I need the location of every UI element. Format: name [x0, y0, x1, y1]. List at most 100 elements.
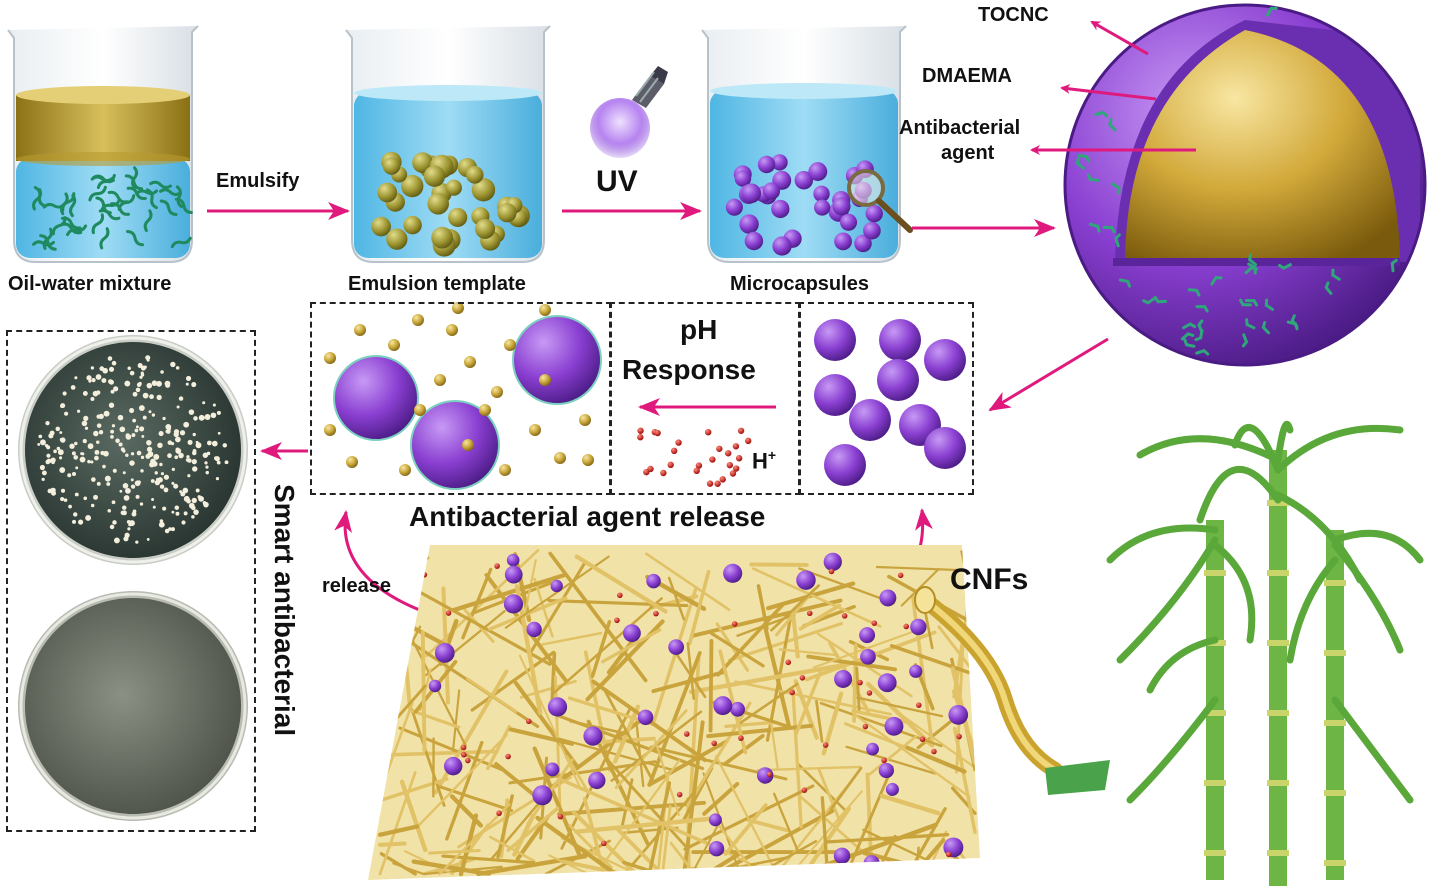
mat-proton [461, 751, 467, 758]
colony [173, 431, 179, 438]
mat-capsule [878, 762, 894, 779]
nanocrystal-rod [175, 185, 183, 209]
fiber [508, 727, 575, 746]
colony [123, 536, 129, 542]
emulsion-droplet [401, 174, 424, 198]
colony [96, 440, 100, 444]
tocnc-rod [1210, 276, 1223, 286]
agent-particle [399, 464, 411, 476]
sugarcane-plant [1106, 420, 1424, 886]
mat-capsule [588, 771, 606, 790]
tocnc-rod [1245, 318, 1256, 330]
release-panel-artwork [324, 302, 966, 490]
colony [73, 512, 78, 517]
emulsion-droplet [497, 203, 517, 223]
colony [135, 425, 139, 429]
mat-capsule [646, 573, 661, 589]
fiber [866, 681, 934, 747]
agent-particle [354, 324, 366, 336]
mat-capsule [550, 579, 563, 593]
colony [202, 401, 206, 405]
colony [151, 497, 155, 501]
colony [110, 435, 114, 439]
fiber [488, 835, 536, 863]
fiber [476, 853, 588, 877]
tocnc-rod [1278, 263, 1292, 270]
tocnc-rod [1110, 182, 1121, 195]
colony [60, 488, 66, 493]
colony [131, 433, 136, 438]
colony [178, 452, 184, 459]
agent-particle [388, 339, 400, 351]
colony [176, 405, 180, 409]
proton-dot [670, 447, 678, 455]
tocnc-rod [1241, 333, 1249, 348]
colony [127, 527, 131, 531]
tocnc-surface-rods [1075, 6, 1398, 356]
bacterial-colonies [37, 355, 229, 544]
colony [162, 506, 167, 511]
colony [59, 467, 66, 473]
colony [175, 511, 180, 516]
colony [160, 370, 164, 374]
colony [215, 477, 220, 481]
cane-node [1267, 710, 1289, 716]
fiber [801, 871, 855, 876]
mat-proton [494, 563, 500, 569]
colony [71, 451, 76, 456]
colony [195, 440, 199, 444]
colony [149, 394, 154, 400]
agent-particle [579, 414, 591, 426]
fiber [801, 864, 926, 876]
colony [40, 439, 46, 446]
mat-proton [822, 742, 829, 748]
nanocrystal-rod [98, 209, 121, 221]
colony [90, 397, 95, 401]
fiber [687, 569, 711, 646]
process-arrows [207, 202, 1109, 460]
fiber [544, 839, 611, 876]
label-tocnc: TOCNC [978, 4, 1049, 26]
colony [160, 472, 165, 476]
tocnc-rod [1088, 222, 1101, 233]
fiber [715, 755, 779, 876]
cane-leaf [1116, 536, 1219, 664]
colony [82, 438, 87, 444]
fiber [508, 760, 657, 785]
fiber [411, 709, 461, 729]
mat-proton [945, 851, 952, 858]
label-dmaema: DMAEMA [922, 65, 1012, 87]
colony [175, 366, 180, 370]
fiber [756, 765, 862, 772]
fiber [824, 832, 950, 844]
colony [117, 414, 124, 421]
fiber [667, 576, 686, 621]
proton-dot [726, 461, 734, 469]
mat-proton [915, 702, 922, 708]
fiber [815, 699, 824, 743]
mat-proton [460, 744, 467, 751]
fiber [875, 565, 977, 572]
emulsion-droplet [377, 182, 398, 203]
mat-capsule [948, 705, 969, 725]
cane-leaf [1286, 556, 1339, 664]
colony [121, 505, 127, 510]
colony [113, 537, 120, 544]
colony [51, 490, 57, 496]
ph-response-box [609, 302, 801, 495]
mat-capsule [443, 756, 463, 776]
mat-proton [806, 610, 813, 617]
colony [122, 471, 126, 475]
colony [146, 355, 151, 360]
colony [111, 500, 116, 505]
proton-dot [732, 465, 740, 472]
colony [103, 450, 109, 457]
petri-dish-treated [18, 591, 248, 821]
intact-capsule [814, 374, 856, 416]
fiber [806, 654, 897, 672]
colony [167, 440, 173, 445]
colony [156, 380, 162, 387]
mat-proton [683, 731, 690, 737]
mat-capsule [866, 742, 879, 756]
colony [129, 370, 135, 376]
